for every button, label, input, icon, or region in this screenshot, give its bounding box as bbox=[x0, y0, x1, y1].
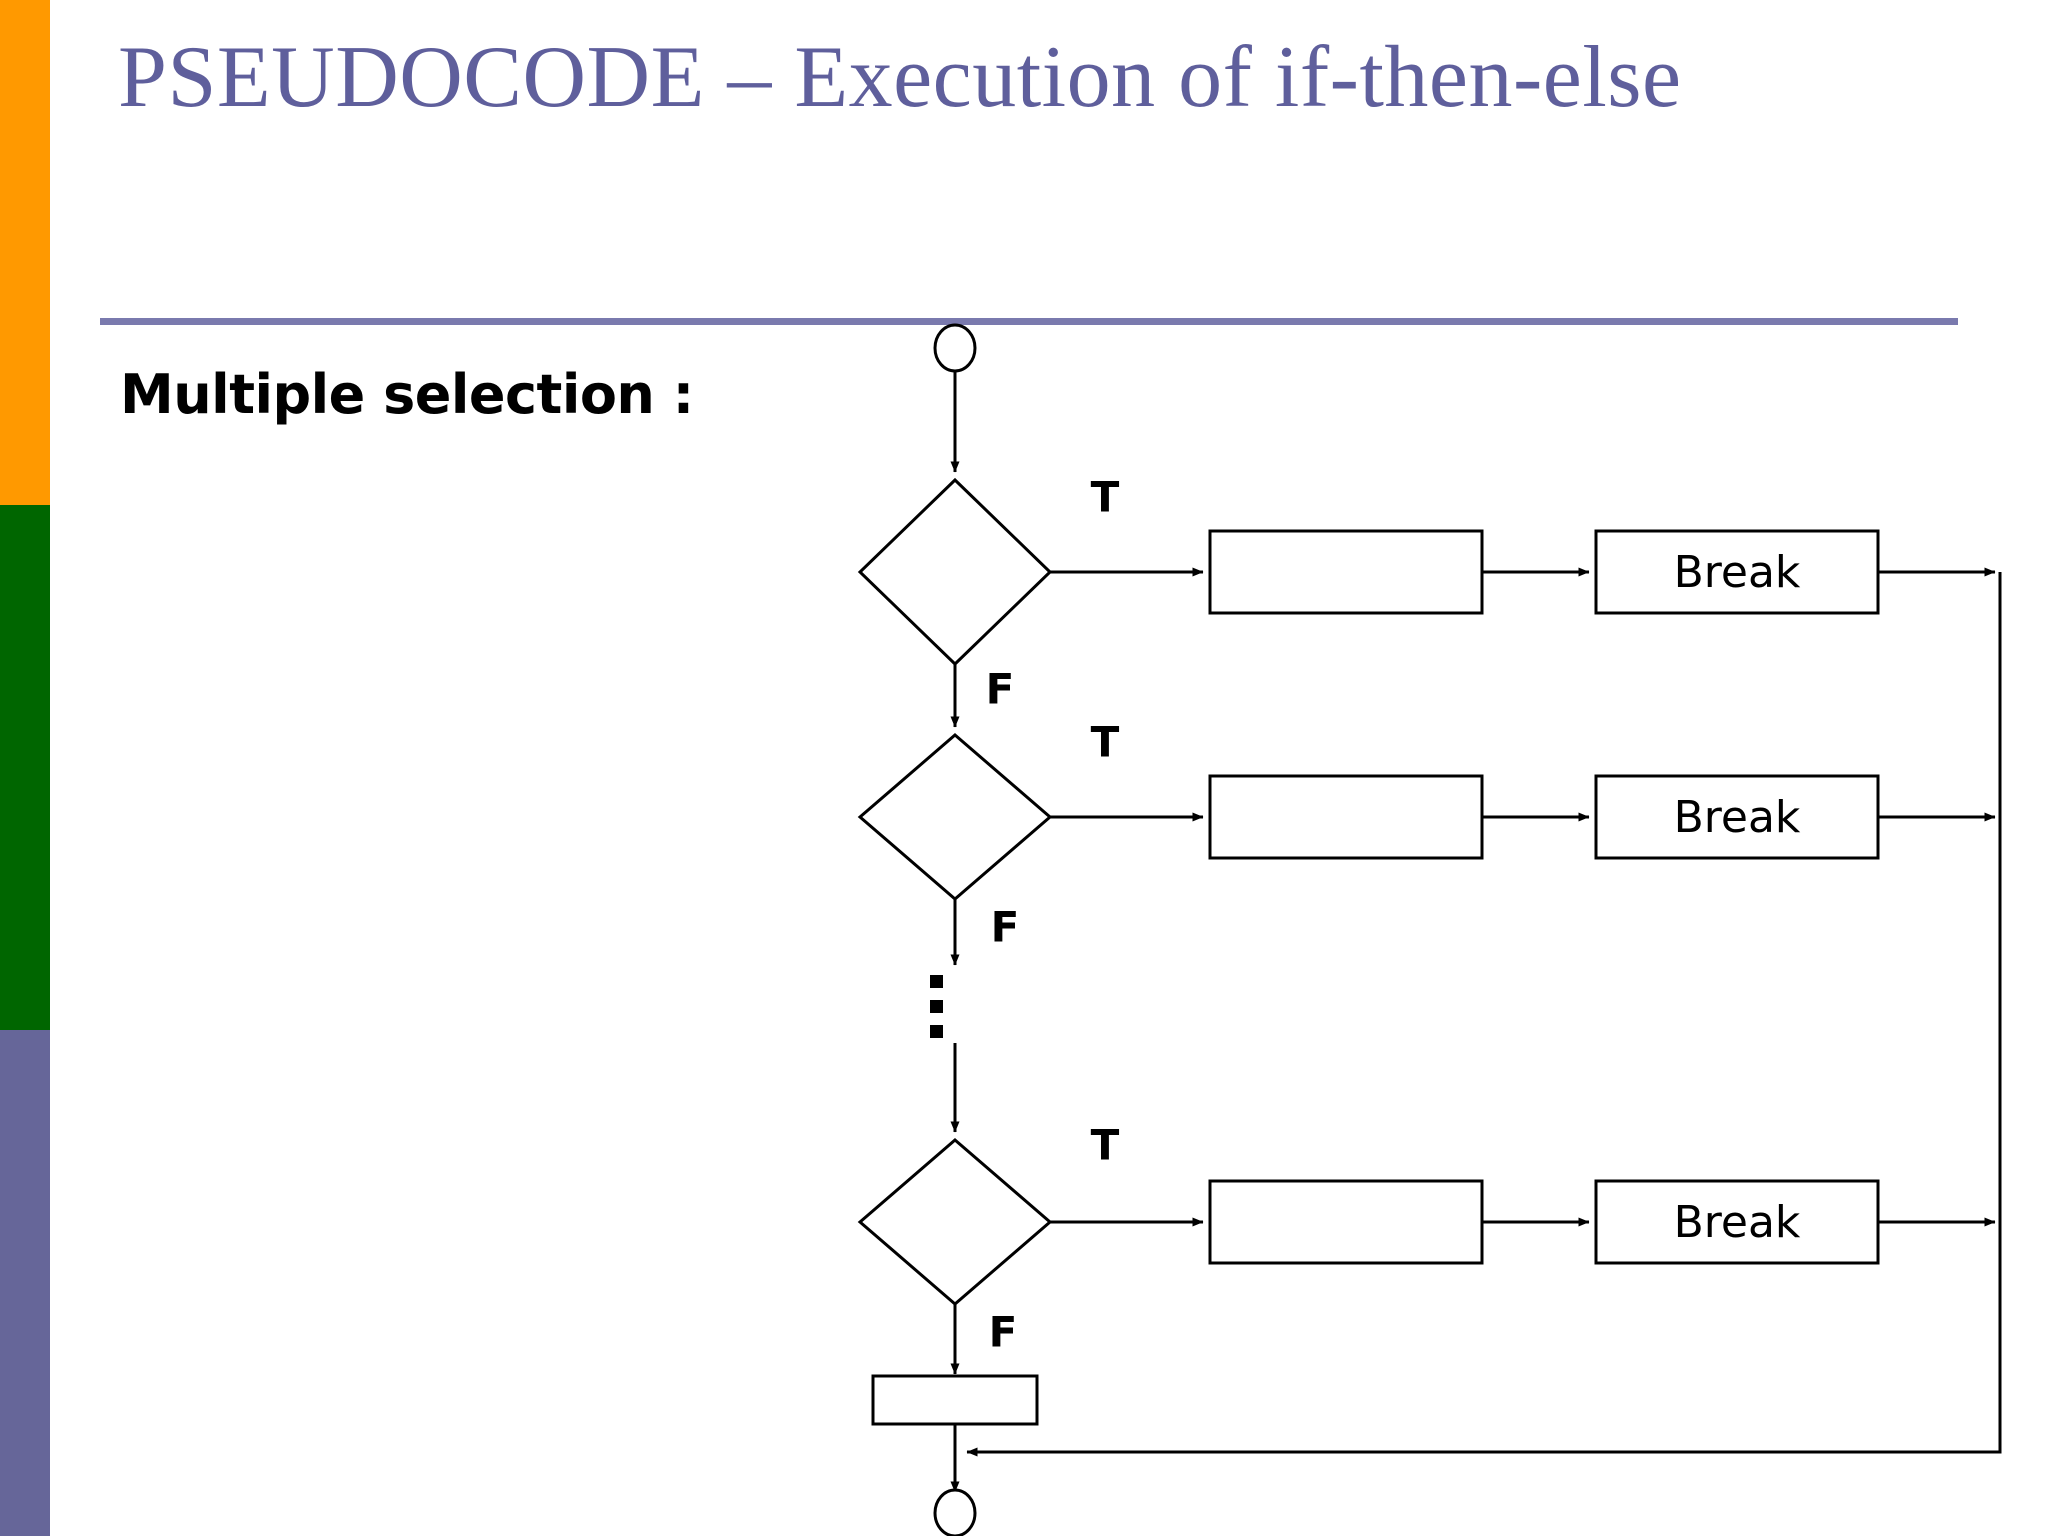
branch-label-false-1: F bbox=[986, 665, 1015, 714]
title-underline-divider bbox=[100, 318, 1958, 325]
branch-label-false-2: F bbox=[991, 903, 1020, 952]
branch-label-true-3: T bbox=[1091, 1121, 1120, 1170]
decision-diamond-3 bbox=[857, 1138, 1053, 1306]
connector-break-return-rail bbox=[966, 572, 2002, 1457]
sidebar-band-purple bbox=[0, 1030, 50, 1536]
branch-label-false-3: F bbox=[989, 1308, 1018, 1357]
break-box-2 bbox=[1594, 774, 1880, 860]
break-box-3-label: Break bbox=[1674, 1197, 1801, 1248]
end-node bbox=[933, 1488, 977, 1536]
action-box-2 bbox=[1208, 774, 1484, 860]
vertical-ellipsis-icon bbox=[930, 975, 943, 1038]
break-box-2-label: Break bbox=[1674, 792, 1801, 843]
start-node bbox=[933, 323, 977, 373]
action-box-3 bbox=[1208, 1179, 1484, 1265]
break-box-3 bbox=[1594, 1179, 1880, 1265]
sidebar-color-rail bbox=[0, 0, 50, 1536]
sidebar-band-orange bbox=[0, 0, 50, 505]
branch-label-true-2: T bbox=[1091, 718, 1120, 767]
branch-label-true-1: T bbox=[1091, 473, 1120, 522]
action-box-1 bbox=[1208, 529, 1484, 615]
title-block: PSEUDOCODE – Execution of if-then-else bbox=[118, 22, 1818, 135]
default-action-box bbox=[871, 1374, 1039, 1426]
decision-diamond-1 bbox=[857, 477, 1053, 667]
break-box-1-label: Break bbox=[1674, 547, 1801, 598]
page-title: PSEUDOCODE – Execution of if-then-else bbox=[118, 29, 1682, 126]
multiple-selection-heading: Multiple selection : bbox=[120, 363, 694, 426]
sidebar-band-green bbox=[0, 505, 50, 1030]
decision-diamond-2 bbox=[857, 733, 1053, 901]
break-box-1 bbox=[1594, 529, 1880, 615]
